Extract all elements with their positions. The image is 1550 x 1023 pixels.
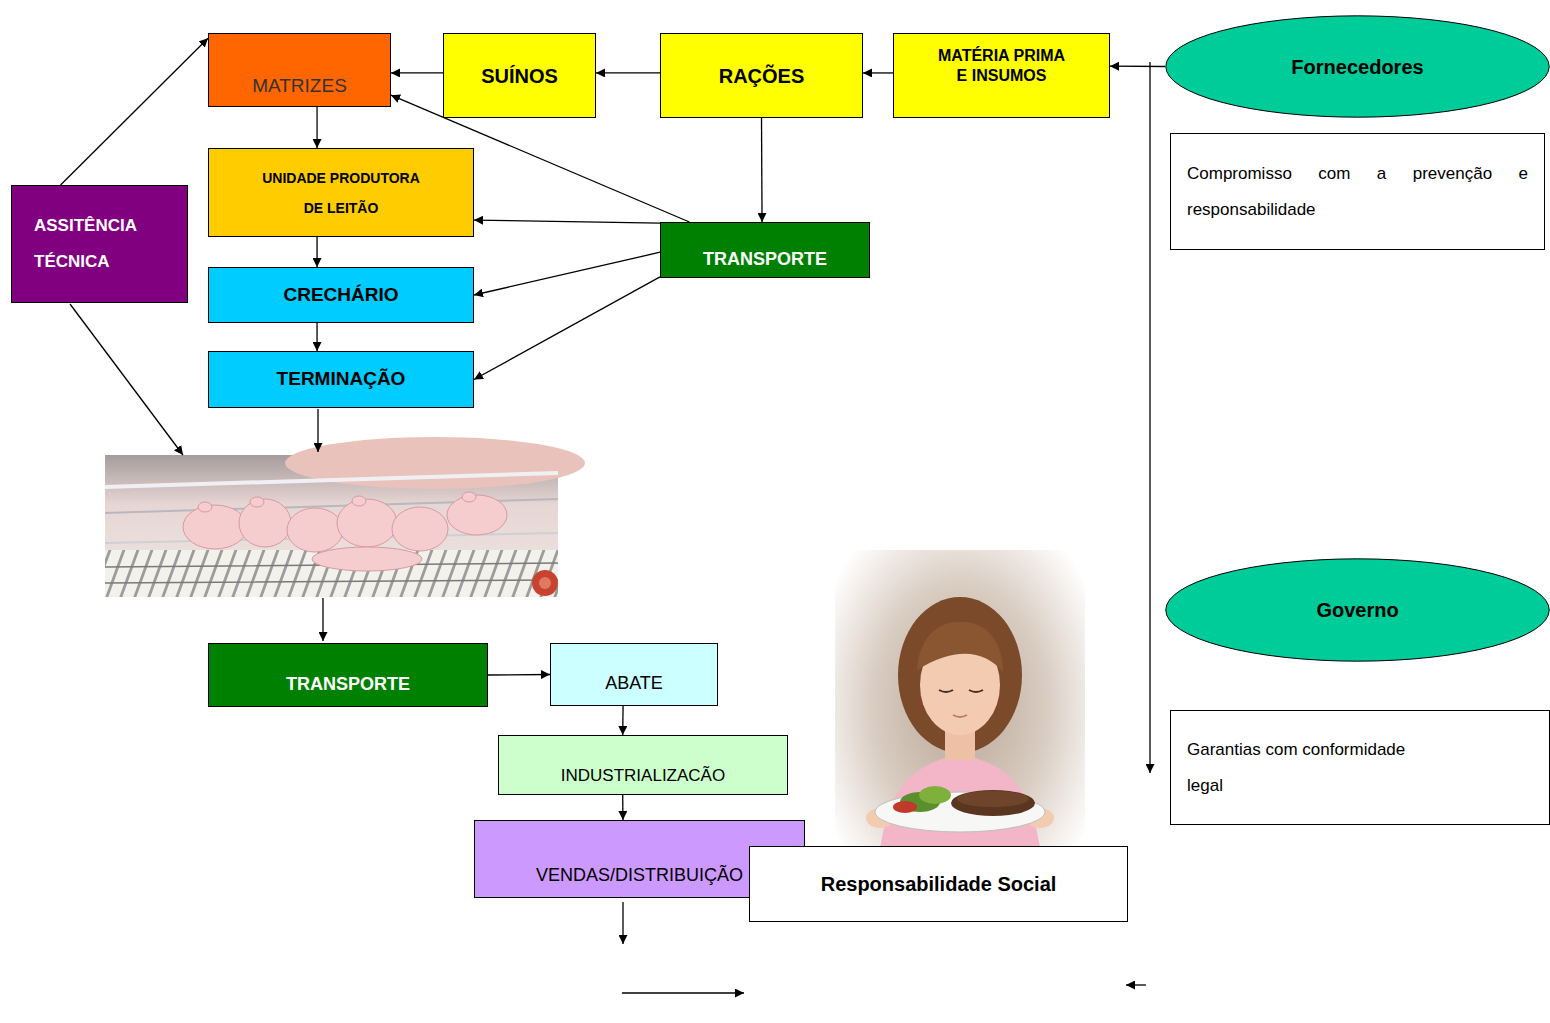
process-box: MATRIZES xyxy=(208,33,391,107)
process-box: ABATE xyxy=(550,643,718,706)
piglets-photo xyxy=(183,505,247,549)
girl-photo xyxy=(917,622,1003,672)
flow-arrow xyxy=(596,72,660,73)
box-label: Governo xyxy=(1316,598,1398,622)
box-label: Fornecedores xyxy=(1291,55,1423,79)
flow-arrow xyxy=(316,323,317,351)
piglets-photo xyxy=(105,437,585,597)
piglets-photo xyxy=(539,577,551,589)
layout-arrow xyxy=(70,62,1150,993)
layout-arrow xyxy=(622,992,744,993)
flow-arrow xyxy=(316,237,317,267)
layout-arrow xyxy=(322,598,323,641)
flow-arrow xyxy=(488,674,550,676)
box-label: Compromisso com a prevenção e responsabi… xyxy=(1187,156,1528,228)
girl-photo xyxy=(957,791,1029,807)
box-label: SUÍNOS xyxy=(481,64,558,88)
layout-arrow xyxy=(1149,62,1150,773)
flow-arrow xyxy=(316,107,317,148)
flow-arrow xyxy=(61,38,208,185)
box-label: CRECHÁRIO xyxy=(283,284,398,307)
box-label: Responsabilidade Social xyxy=(821,872,1057,896)
piglets-photo xyxy=(312,547,422,571)
layout-arrow xyxy=(317,409,318,452)
flow-arrow xyxy=(761,118,763,222)
layout-arrow xyxy=(70,304,183,455)
box-label: MATRIZES xyxy=(252,75,347,98)
girl-photo xyxy=(898,597,1022,753)
girl-photo xyxy=(951,790,1035,816)
transport-box: TRANSPORTE xyxy=(208,643,488,707)
note-box: Responsabilidade Social xyxy=(749,846,1128,922)
box-label: TERMINAÇÃO xyxy=(277,368,406,391)
process-box: TERMINAÇÃO xyxy=(208,351,474,408)
piglets-photo xyxy=(532,570,558,596)
flow-arrow xyxy=(474,252,660,295)
box-label: TRANSPORTE xyxy=(286,674,410,696)
piglets-photo xyxy=(392,507,448,551)
ellipse-outline xyxy=(1166,16,1549,117)
piglets-photo xyxy=(287,508,343,552)
box-label: ASSITÊNCIA TÉCNICA xyxy=(34,208,177,280)
stakeholder-ellipse: Governo xyxy=(1165,558,1550,662)
box-label: RAÇÕES xyxy=(719,64,805,88)
piglets-photo xyxy=(462,492,476,502)
piglets-photo xyxy=(239,499,291,547)
layout-arrow xyxy=(1126,984,1146,985)
box-label: Garantias com conformidade legal xyxy=(1187,732,1422,804)
piglets-photo xyxy=(183,492,507,571)
flow-arrow xyxy=(622,795,624,820)
girl-photo xyxy=(919,786,951,804)
box-label: TRANSPORTE xyxy=(703,249,827,271)
flow-arrow xyxy=(1110,66,1165,68)
process-box: UNIDADE PRODUTORA DE LEITÃO xyxy=(208,148,474,237)
flow-arrow xyxy=(474,277,660,380)
box-label: VENDAS/DISTRIBUIÇÃO xyxy=(536,865,743,887)
piglets-photo xyxy=(105,473,558,487)
stakeholder-ellipse: Fornecedores xyxy=(1165,15,1550,118)
box-label: ABATE xyxy=(605,673,663,695)
piglets-photo xyxy=(352,496,366,506)
girl-photo xyxy=(893,801,917,813)
ellipse-outline xyxy=(1166,559,1549,661)
process-box: MATÉRIA PRIMA E INSUMOS xyxy=(893,33,1110,118)
piglets-photo xyxy=(337,499,397,547)
flow-arrow xyxy=(863,72,893,73)
note-box: Garantias com conformidade legal xyxy=(1170,710,1550,825)
transport-box: TRANSPORTE xyxy=(660,222,870,278)
process-box: CRECHÁRIO xyxy=(208,267,474,323)
process-box: INDUSTRIALIZACÃO xyxy=(498,735,788,795)
box-label: UNIDADE PRODUTORA DE LEITÃO xyxy=(255,163,427,223)
flow-arrow xyxy=(622,706,624,735)
support-box: ASSITÊNCIA TÉCNICA xyxy=(11,185,188,303)
piglets-photo xyxy=(198,502,212,512)
layout-arrow xyxy=(622,902,623,944)
box-label: INDUSTRIALIZACÃO xyxy=(561,766,725,786)
flow-arrow xyxy=(474,220,660,223)
piglets-photo xyxy=(250,497,264,507)
flow-arrow xyxy=(391,72,443,73)
piglets-photo xyxy=(447,495,507,535)
process-box: SUÍNOS xyxy=(443,33,596,118)
girl-photo xyxy=(953,715,967,717)
box-label: MATÉRIA PRIMA E INSUMOS xyxy=(932,46,1072,86)
process-box: RAÇÕES xyxy=(660,33,863,118)
note-box: Compromisso com a prevenção e responsabi… xyxy=(1170,133,1545,250)
girl-photo xyxy=(939,690,983,692)
